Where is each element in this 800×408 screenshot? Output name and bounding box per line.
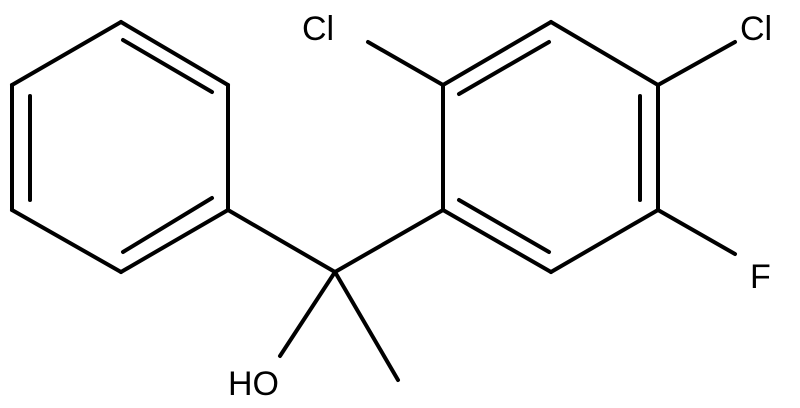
- bond: [441, 208, 553, 274]
- bond-center-to-methyl: [333, 270, 400, 382]
- bond-to-cl-right: [656, 40, 737, 87]
- double-bond-inner: [457, 198, 551, 254]
- bond: [119, 208, 230, 274]
- bond-to-cl-left: [366, 40, 445, 87]
- bond: [549, 20, 660, 87]
- double-bond-inner: [121, 196, 214, 254]
- phenyl-ring: [10, 20, 230, 274]
- bond-center-to-oh: [278, 270, 337, 358]
- bond: [441, 20, 553, 87]
- substituent-bonds: [366, 40, 737, 256]
- dichlorofluorophenyl-ring: [441, 20, 660, 274]
- bond-center-to-aryl: [333, 208, 445, 274]
- double-bond-inner: [121, 38, 214, 94]
- bond: [549, 208, 660, 274]
- chlorine-label-left: Cl: [302, 10, 334, 48]
- bond: [10, 208, 123, 274]
- bond: [119, 20, 230, 87]
- bond: [10, 20, 123, 87]
- bond-to-fluorine: [656, 208, 737, 256]
- bond-phenyl-to-center: [226, 208, 337, 274]
- fluorine-label: F: [750, 258, 771, 296]
- central-carbon-bonds: [226, 208, 445, 382]
- hydroxyl-label: HO: [228, 365, 279, 403]
- chlorine-label-right: Cl: [740, 10, 772, 48]
- double-bond-inner: [457, 40, 551, 96]
